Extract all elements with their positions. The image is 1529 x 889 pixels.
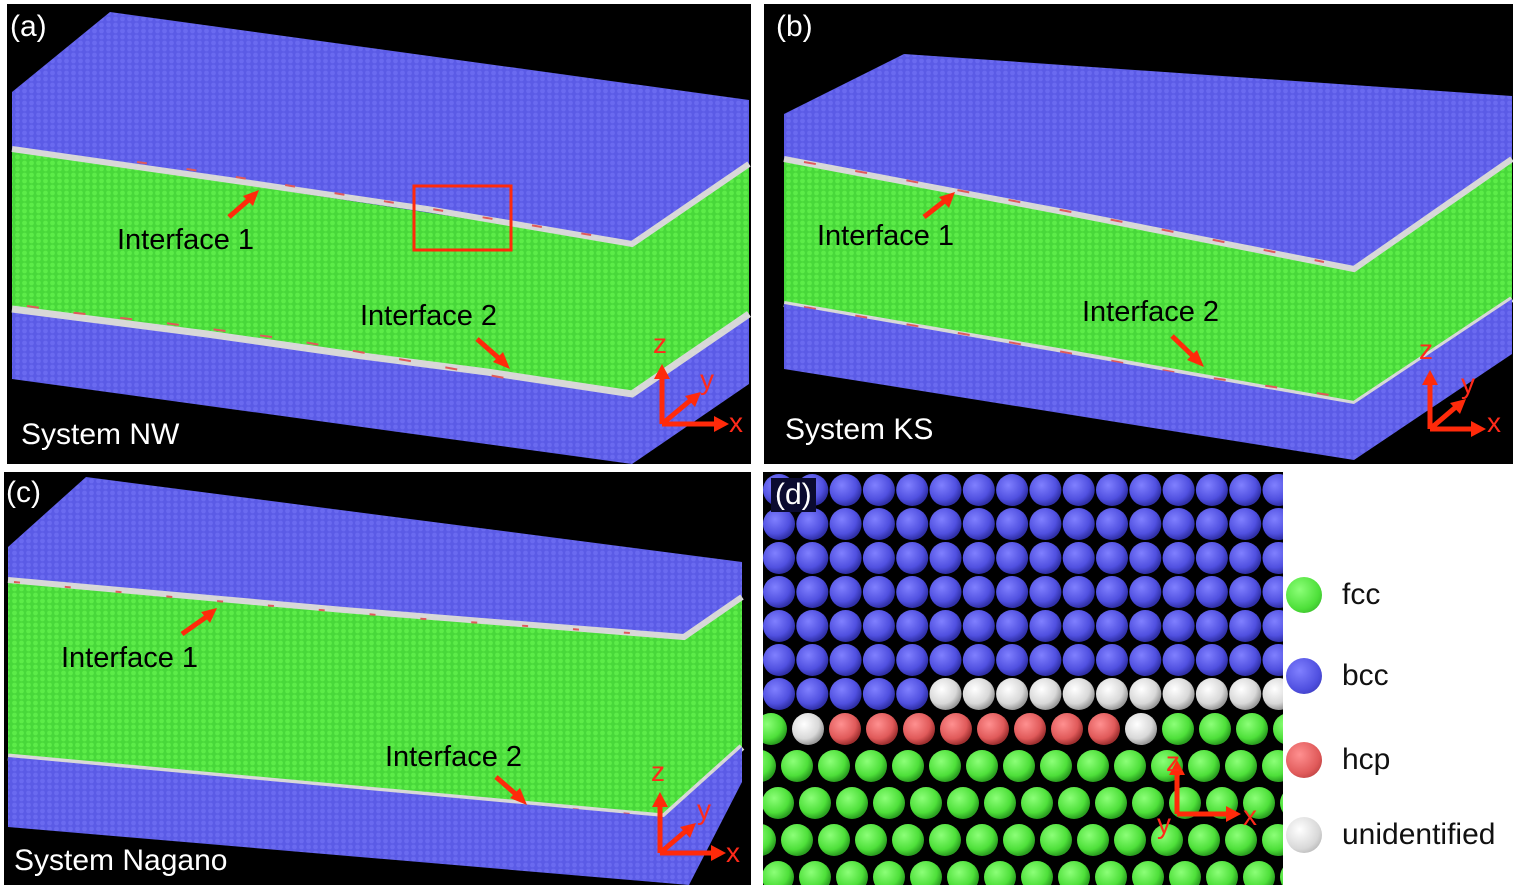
hcp-atom-icon [1286, 742, 1322, 778]
atomic-slab-render [11, 12, 751, 464]
bcc-atom-icon [1286, 658, 1322, 694]
system-name: System KS [785, 413, 934, 446]
interface-1-label: Interface 1 [61, 642, 199, 674]
interface-2-label: Interface 2 [360, 300, 498, 332]
panel-d-interface-closeup: (d) z y x [763, 472, 1283, 885]
axis-z-label: z [1419, 334, 1433, 365]
interface-2-label: Interface 2 [385, 741, 523, 773]
legend-label: bcc [1342, 659, 1389, 692]
axis-y-label: y [697, 794, 711, 825]
panel-c-system-nagano: (c) Interface 1 Interface 2 System Nagan… [4, 472, 751, 885]
legend-label: unidentified [1342, 818, 1496, 851]
axis-y-label: y [1461, 368, 1475, 399]
axis-z-label: z [1166, 746, 1180, 777]
highlight-box [412, 184, 513, 252]
axis-y-label: y [1157, 808, 1171, 839]
interface-2-label: Interface 2 [1082, 296, 1220, 328]
legend-item-bcc: bcc [1286, 656, 1389, 696]
unidentified-atom-icon [1286, 817, 1322, 853]
panel-label: (b) [776, 10, 813, 43]
panel-label: (a) [10, 10, 47, 43]
system-name: System NW [21, 418, 180, 451]
panel-a-system-nw: (a) Interface 1 Interface 2 System NW z … [7, 4, 751, 464]
interface-1-label: Interface 1 [817, 220, 955, 252]
legend-item-unidentified: unidentified [1286, 815, 1495, 855]
axis-x-label: x [1487, 407, 1501, 438]
atom-lattice-closeup [763, 474, 1283, 885]
atomic-slab-render [783, 54, 1513, 460]
legend-item-hcp: hcp [1286, 740, 1390, 780]
fcc-atom-icon [1286, 577, 1322, 613]
panel-label: (c) [6, 476, 41, 509]
axis-x-label: x [1243, 800, 1257, 831]
axis-x-label: x [726, 837, 740, 868]
atomic-slab-render [7, 477, 745, 885]
legend-label: fcc [1342, 578, 1381, 611]
axis-z-label: z [653, 328, 667, 359]
legend-item-fcc: fcc [1286, 575, 1380, 615]
interface-1-label: Interface 1 [117, 224, 255, 256]
axis-x-label: x [729, 407, 743, 438]
system-name: System Nagano [14, 844, 228, 877]
axis-z-label: z [651, 756, 665, 787]
legend-label: hcp [1342, 743, 1391, 776]
panel-b-system-ks: (b) Interface 1 Interface 2 System KS z … [764, 4, 1513, 464]
panel-label: (d) [771, 478, 816, 512]
axis-y-label: y [700, 364, 714, 395]
